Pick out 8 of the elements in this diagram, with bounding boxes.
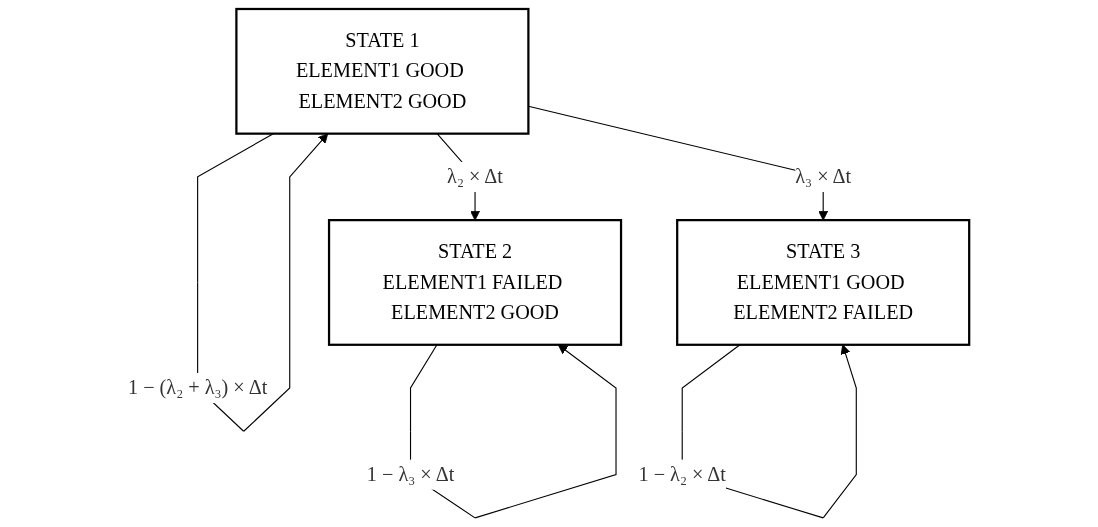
node-box: STATE 1 ELEMENT1 GOOD ELEMENT2 GOOD [235,7,530,135]
node-box: STATE 2 ELEMENT1 FAILED ELEMENT2 GOOD [328,219,623,346]
edge-label: 1 − λ₂ × Δt [638,462,727,486]
edge-label: λ₃ × Δt [795,165,852,188]
edge-label: λ₂ × Δt [447,165,504,188]
edge-label: 1 − (λ₂ + λ₃) × Δt [128,376,268,399]
edge-label: 1 − λ₃ × Δt [367,462,455,486]
node-box: STATE 3 ELEMENT1 GOOD ELEMENT2 FAILED [676,219,971,346]
